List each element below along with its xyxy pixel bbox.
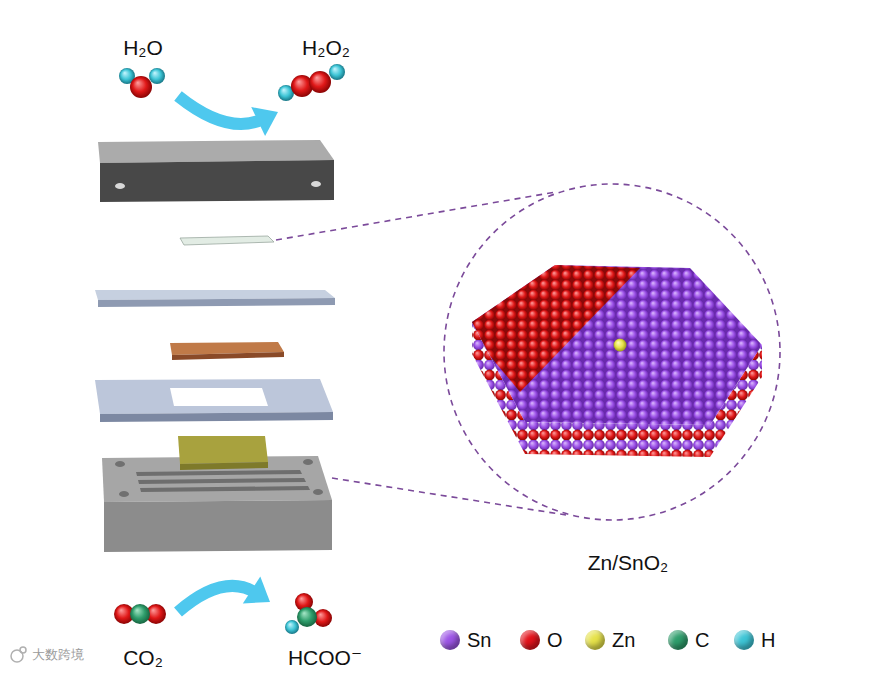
formula-text: CO₂ [123, 646, 163, 670]
legend-swatch [585, 630, 605, 650]
reaction-arrow [178, 96, 278, 136]
molecule-label: CO₂ [108, 598, 178, 670]
arrow-head [251, 107, 278, 136]
zoom-callout [276, 184, 780, 520]
peroxide-molecule [278, 64, 345, 101]
crystal-slab [472, 265, 762, 457]
legend-text: Zn [612, 629, 635, 652]
arrow-shaft [178, 586, 257, 612]
formula-text: HCOO⁻ [288, 646, 362, 670]
legend-swatch [668, 630, 688, 650]
watermark-logo [11, 647, 26, 662]
anode-sheet [180, 236, 274, 245]
reaction-arrow [178, 577, 270, 612]
gasket-frame [95, 379, 333, 422]
material-label: Zn/SnO₂ [588, 551, 669, 575]
formula-text: H₂O₂ [302, 36, 350, 60]
watermark: 大数跨境 [32, 648, 84, 663]
membrane [95, 290, 335, 307]
legend-text: Sn [467, 629, 491, 652]
formula-text: H₂O [123, 36, 163, 60]
legend-text: C [695, 629, 709, 652]
legend-swatch [520, 630, 540, 650]
molecule-label: HCOO⁻ [270, 592, 380, 670]
co2-molecule [114, 604, 166, 624]
formate-molecule [285, 593, 332, 634]
legend-swatch [440, 630, 460, 650]
end-plate [98, 140, 334, 202]
arrow-head [243, 577, 270, 604]
water-molecule [119, 68, 165, 98]
legend-text: O [547, 629, 563, 652]
legend-text: H [761, 629, 775, 652]
arrow-shaft [178, 96, 264, 124]
copper-sheet [170, 342, 284, 360]
legend-swatch [734, 630, 754, 650]
molecule-label: H₂O [108, 36, 178, 102]
molecule-label: H₂O₂ [278, 36, 374, 118]
flow-plate [102, 456, 332, 552]
cathode-electrode [178, 436, 268, 470]
